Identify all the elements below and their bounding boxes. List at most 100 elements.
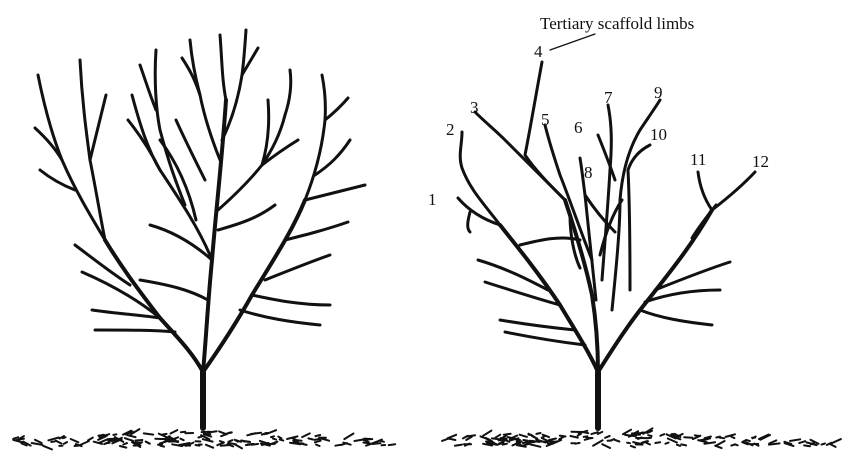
ground-litter-mark xyxy=(530,444,540,446)
ground-litter-mark xyxy=(520,435,527,437)
ground-litter-mark xyxy=(221,445,230,446)
ground-litter-mark xyxy=(536,433,540,434)
tertiary-limb-7 xyxy=(602,105,611,280)
ground-litter-mark xyxy=(523,440,527,441)
ground-litter-mark xyxy=(623,430,631,435)
ground-litter-mark xyxy=(247,433,255,435)
ground-litter-mark xyxy=(278,437,281,439)
left-branch xyxy=(325,98,348,120)
ground-litter-mark xyxy=(549,441,556,442)
ground-litter-mark xyxy=(799,441,805,443)
callout-leader-line xyxy=(550,34,595,50)
ground-litter-mark xyxy=(389,444,396,445)
ground-litter-mark xyxy=(366,439,371,440)
ground-litter-mark xyxy=(614,439,620,441)
ground-litter-mark xyxy=(228,440,232,442)
ground-litter-mark xyxy=(180,439,183,441)
ground-litter-mark xyxy=(120,446,126,448)
right-branch xyxy=(640,310,712,325)
ground-litter-mark xyxy=(203,439,213,441)
ground-litter-mark xyxy=(136,440,143,441)
ground-litter-mark xyxy=(681,444,686,445)
ground-litter-mark xyxy=(455,445,462,446)
ground-litter-mark xyxy=(602,444,610,448)
ground-litter-mark xyxy=(160,446,164,447)
left-branch xyxy=(132,95,212,260)
ground-litter-mark xyxy=(684,437,692,438)
ground-litter-mark xyxy=(571,436,578,438)
ground-litter-mark xyxy=(380,441,384,442)
tertiary-limb-1 xyxy=(458,198,500,225)
left-branch xyxy=(220,35,226,100)
ground-litter-mark xyxy=(822,444,825,445)
left-branch xyxy=(128,120,160,170)
ground-litter-mark xyxy=(125,438,133,441)
limb-label: 11 xyxy=(690,150,706,169)
tertiary-limb-2 xyxy=(460,132,500,225)
ground-litter-mark xyxy=(301,444,307,445)
left-branch xyxy=(35,128,62,160)
left-branch xyxy=(240,310,320,325)
limb-label: 4 xyxy=(534,42,543,61)
left-branch xyxy=(285,70,291,115)
right-branch xyxy=(468,212,470,232)
ground-litter-mark xyxy=(224,433,231,435)
ground-litter-mark xyxy=(158,444,162,445)
limb-label: 8 xyxy=(584,163,593,182)
limb-label: 9 xyxy=(654,83,663,102)
limb-labels: 1 2 3 4 5 6 7 8 9 10 11 12 xyxy=(428,42,769,209)
ground-litter-mark xyxy=(605,436,610,438)
ground-litter-mark xyxy=(123,443,127,444)
ground-litter-mark xyxy=(584,436,588,437)
limb-label: 1 xyxy=(428,190,437,209)
ground-litter-mark xyxy=(355,440,364,442)
left-branch xyxy=(95,330,175,332)
left-branch xyxy=(190,40,220,160)
ground-litter-mark xyxy=(631,446,635,448)
ground-litter-mark xyxy=(532,436,537,439)
ground-litter-mark xyxy=(593,440,603,445)
ground-litter-mark xyxy=(196,445,200,446)
limb-label: 2 xyxy=(446,120,455,139)
left-branch xyxy=(140,280,208,300)
pruned-tree xyxy=(458,62,755,428)
unpruned-tree xyxy=(35,30,365,428)
ground-litter-mark xyxy=(576,443,580,444)
ground-litter-mark xyxy=(144,433,153,434)
ground-litter-mark xyxy=(198,436,202,437)
ground-litter-mark xyxy=(466,435,475,436)
ground-litter-mark xyxy=(316,445,320,446)
ground-litter-mark xyxy=(308,438,313,439)
ground-litter-mark xyxy=(43,446,52,450)
ground-litter-mark xyxy=(344,434,353,440)
tertiary-limb-11 xyxy=(698,172,712,210)
right-scaffold-left xyxy=(500,225,598,372)
ground-litter-mark xyxy=(63,437,66,438)
limb-label: 3 xyxy=(470,98,479,117)
ground-litter-mark xyxy=(647,443,651,445)
left-branch xyxy=(38,75,105,240)
ground-litter-mark xyxy=(64,442,67,444)
ground-litter-mark xyxy=(113,434,116,435)
ground-litter-mark xyxy=(280,440,284,441)
ground-litter-mark xyxy=(204,434,210,435)
left-branch xyxy=(305,185,365,200)
ground-litter-left xyxy=(13,429,395,449)
left-branch xyxy=(140,65,156,110)
ground-litter-mark xyxy=(627,443,630,444)
ground-litter-mark xyxy=(665,443,668,444)
left-branch xyxy=(252,295,330,305)
left-branch xyxy=(182,58,200,95)
left-branch xyxy=(90,95,106,160)
ground-litter-mark xyxy=(731,445,735,446)
ground-litter-mark xyxy=(335,445,340,446)
right-branch xyxy=(692,205,716,238)
ground-litter-mark xyxy=(495,435,500,438)
ground-litter-mark xyxy=(715,446,721,448)
limb-label: 6 xyxy=(574,118,583,137)
tertiary-limb-10 xyxy=(628,145,650,290)
ground-litter-mark xyxy=(127,435,135,437)
ground-litter-mark xyxy=(71,439,79,442)
